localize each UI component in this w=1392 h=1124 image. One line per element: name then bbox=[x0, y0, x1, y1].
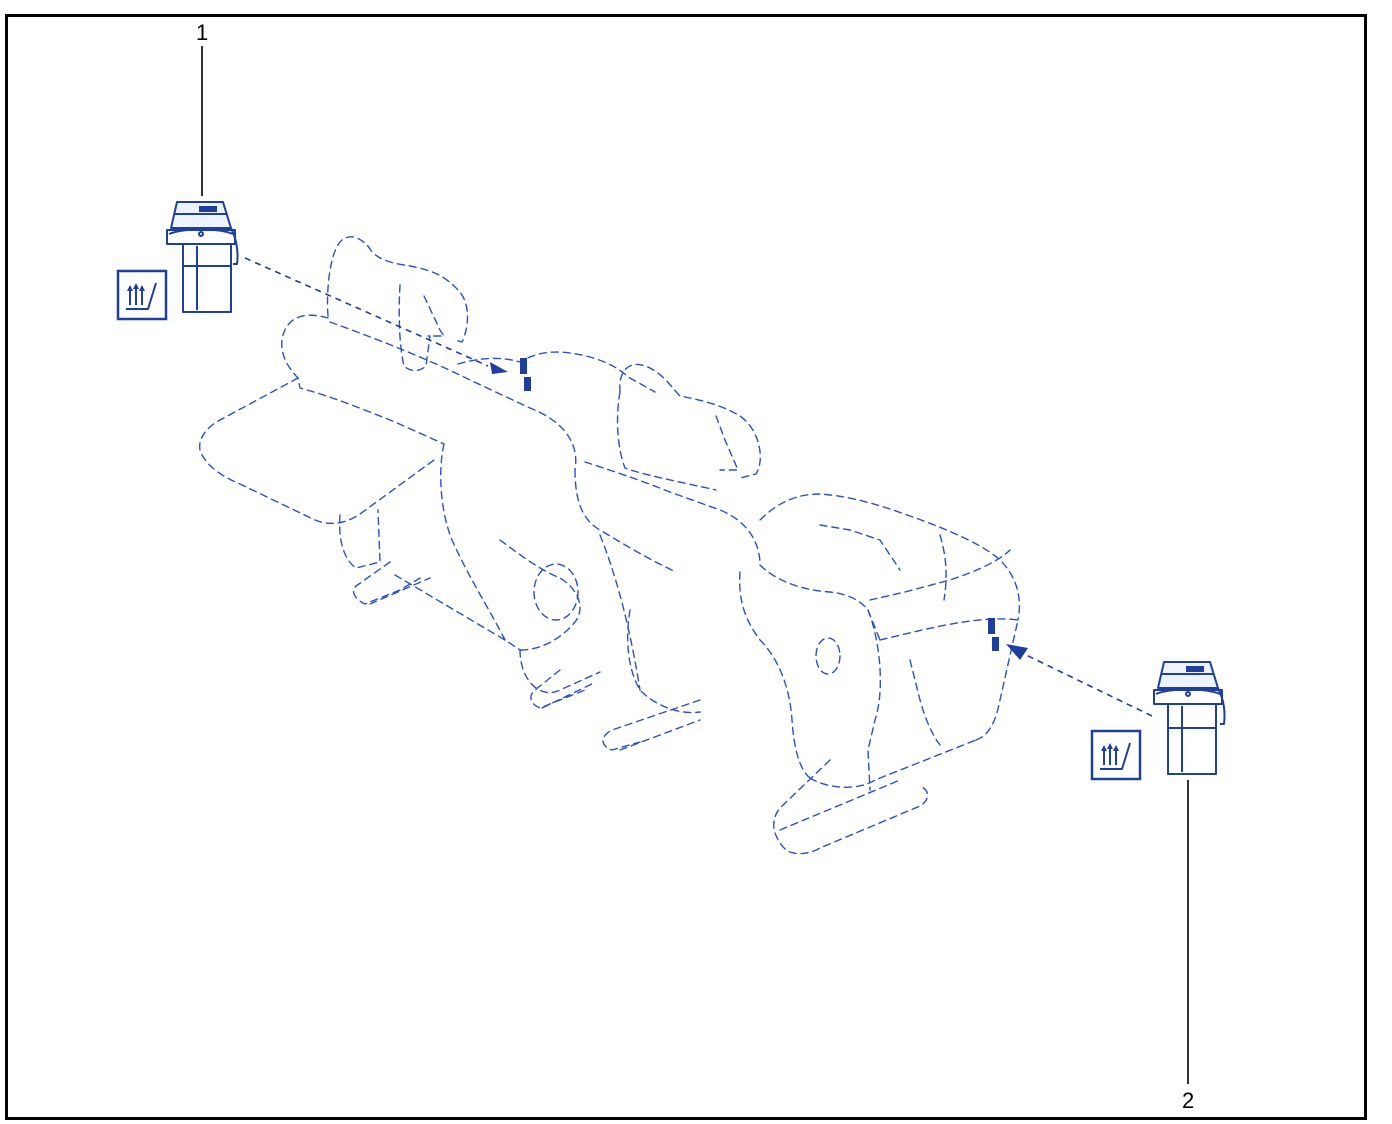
diagram-frame bbox=[5, 14, 1367, 1120]
mount-slot-1b bbox=[524, 377, 531, 391]
callout-1: 1 bbox=[196, 20, 208, 196]
callout-2-label: 2 bbox=[1182, 1088, 1194, 1113]
mount-slot-2a bbox=[988, 618, 995, 634]
arrowhead-2 bbox=[1006, 644, 1028, 660]
callout-2: 2 bbox=[1182, 780, 1194, 1113]
install-guides bbox=[244, 257, 1153, 717]
seat-heater-switch-icon bbox=[1153, 661, 1226, 775]
seat-heater-switch-icon bbox=[166, 201, 239, 313]
callout-1-label: 1 bbox=[196, 20, 208, 45]
heated-seat-symbol-icon bbox=[116, 269, 168, 321]
mount-slot-2b bbox=[992, 637, 999, 651]
heated-seat-symbol-icon bbox=[1090, 729, 1142, 781]
guide-line-2 bbox=[1023, 653, 1153, 717]
guide-line-1 bbox=[244, 257, 489, 367]
mount-slot-1a bbox=[520, 358, 527, 374]
arrowhead-1 bbox=[490, 362, 508, 374]
rear-seat-outline bbox=[198, 236, 1021, 855]
